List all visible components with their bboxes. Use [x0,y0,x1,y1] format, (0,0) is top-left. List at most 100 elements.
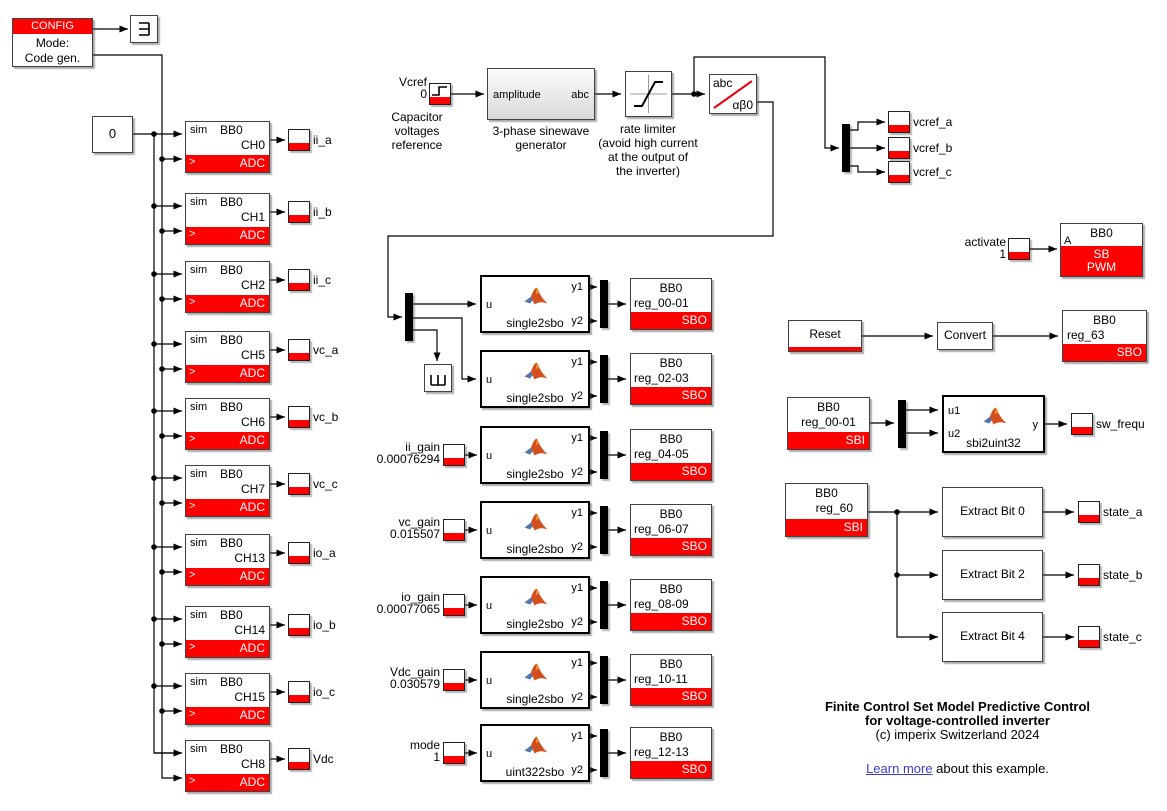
step-icon [430,84,450,102]
vcref-probe[interactable] [429,83,451,105]
mux-bar-1[interactable] [600,355,608,403]
probe-vc_a[interactable] [288,339,310,361]
extract-bit-0-block[interactable]: Extract Bit 0 [942,487,1043,537]
terminator-block[interactable] [130,15,158,43]
config-block[interactable]: CONFIG Mode: Code gen. [12,18,93,67]
probe-label-ii_c: ii_c [313,273,332,287]
probe-red-stripe [444,533,464,540]
probe-io_b[interactable] [288,614,310,636]
mux-bar-3[interactable] [600,506,608,554]
learn-more-link[interactable]: Learn more [866,761,933,776]
input-probe-Vdc_gain[interactable] [443,669,465,691]
convert-block[interactable]: Convert [937,322,993,350]
adc-brand-label: BB0 [220,333,243,347]
fn-u-port-label: u [486,299,493,311]
adc-type-label: ADC [239,433,265,447]
sinewave-generator-block[interactable]: amplitude abc [487,68,595,120]
rate-limiter-block[interactable] [625,71,672,117]
sbo-red-band: SBO [631,387,711,404]
probe-state_a[interactable] [1078,501,1100,523]
pwm-type-line2: PWM [1086,260,1117,274]
fn-u-port-label: u [486,525,493,537]
sbo-red-band: SBO [1063,344,1146,361]
probe-sw_frequ[interactable] [1071,413,1093,435]
extract-bit-4-block[interactable]: Extract Bit 4 [942,612,1043,662]
reg63-sbo-block[interactable]: BB0 reg_63 SBO [1062,310,1147,362]
matlab-function-icon [982,406,1008,431]
reg-name-label: reg_04-05 [634,447,689,461]
input-probe-ii_gain[interactable] [443,444,465,466]
reg-name-label: reg_00-01 [801,415,856,429]
mux-bar-2[interactable] [600,431,608,479]
sb-pwm-block[interactable]: BB0 A SB PWM [1060,223,1143,277]
probe-red-stripe [889,175,909,182]
demux-bar-alphabeta[interactable] [405,293,413,341]
constant-zero-block[interactable]: 0 [92,116,133,153]
reset-block[interactable]: Reset [788,320,862,352]
probe-vc_b[interactable] [288,406,310,428]
extract-bit-2-block[interactable]: Extract Bit 2 [942,550,1043,600]
probe-vcref_b[interactable] [888,137,910,159]
reg0001-sbi-block[interactable]: BB0 reg_00-01 SBI [787,397,870,450]
input-probe-mode[interactable] [443,742,465,764]
sbo-red-band: SBO [631,688,711,705]
probe-ii_a[interactable] [288,129,310,151]
mux-bar-5[interactable] [600,656,608,704]
probe-ii_b[interactable] [288,201,310,223]
input-probe-io_gain[interactable] [443,594,465,616]
caption-line: Capacitor [391,110,443,124]
probe-Vdc[interactable] [288,748,310,770]
probe-state_b[interactable] [1078,564,1100,586]
probe-vc_c[interactable] [288,473,310,495]
probe-state_c[interactable] [1078,626,1100,648]
reg-brand-label: BB0 [659,582,683,596]
probe-ii_c[interactable] [288,269,310,291]
sbi2uint32-block[interactable]: u1 u2 y sbi2uint32 [942,395,1045,453]
mux-bar-6[interactable] [600,729,608,777]
probe-label-vcref_c: vcref_c [913,165,952,179]
input-probe-vc_gain[interactable] [443,519,465,541]
adc-channel-label: CH2 [240,278,265,292]
zero-component-terminator-block[interactable] [424,364,452,392]
demux-bar-sbi[interactable] [898,400,906,448]
sbi-type-label: SBI [843,520,863,534]
probe-io_a[interactable] [288,542,310,564]
abc-to-alphabeta-block[interactable]: abc αβ0 [709,74,757,114]
reg60-sbi-block[interactable]: BB0 reg_60 SBI [785,483,868,537]
demux-bar-vcref[interactable] [842,124,850,172]
activate-probe[interactable] [1008,238,1030,260]
fn-y2-port-label: y2 [571,616,583,628]
probe-vcref_a[interactable] [888,111,910,133]
probe-vcref_c[interactable] [888,161,910,183]
mux-bar-4[interactable] [600,581,608,629]
probe-red-stripe [444,458,464,465]
adc-brand-label: BB0 [220,195,243,209]
mux-bar-0[interactable] [600,280,608,328]
probe-io_c[interactable] [288,681,310,703]
fn-y1-port-label: y1 [571,432,583,444]
